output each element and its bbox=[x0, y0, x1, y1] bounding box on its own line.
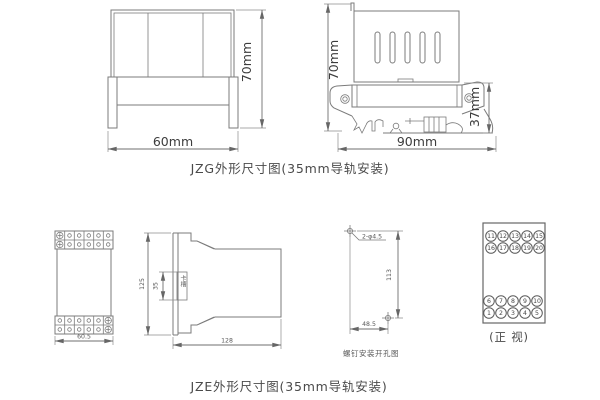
terminal-pin-label: 7 bbox=[499, 298, 503, 305]
terminal-pin-label: 8 bbox=[511, 298, 515, 305]
drill-diagram-caption: 螺钉安装开孔图 bbox=[343, 348, 399, 358]
terminal-pin-label: 20 bbox=[535, 245, 543, 252]
terminal-screw-circles bbox=[56, 231, 112, 334]
terminal-pins-top: 11 12 13 14 15 16 17 18 19 20 bbox=[485, 230, 545, 254]
jze-front-width-label: 60.5 bbox=[77, 334, 91, 341]
terminal-pin-label: 5 bbox=[535, 310, 539, 317]
jzg-side-width-label: 90mm bbox=[397, 134, 437, 149]
terminal-pin-label: 13 bbox=[511, 233, 519, 240]
terminal-pin-label: 9 bbox=[523, 298, 527, 305]
terminal-pin-label: 4 bbox=[523, 310, 527, 317]
terminal-pin-label: 3 bbox=[511, 310, 515, 317]
terminal-pin-label: 11 bbox=[487, 233, 495, 240]
jze-caption: JZE外形尺寸图(35mm导轨安装) bbox=[189, 379, 387, 394]
terminal-pin-label: 1 bbox=[487, 310, 491, 317]
terminal-pin-label: 10 bbox=[533, 298, 541, 305]
drill-horizontal-pitch-label: 48.5 bbox=[362, 321, 376, 328]
jze-side-depth-label: 128 bbox=[221, 338, 233, 345]
jze-slot-height-label: 35 bbox=[153, 282, 160, 290]
terminal-pin-label: 2 bbox=[499, 310, 503, 317]
terminal-pin-label: 17 bbox=[499, 245, 507, 252]
jzg-front-view: 70mm 60mm bbox=[107, 9, 266, 152]
terminal-pin-label: 6 bbox=[487, 298, 491, 305]
terminal-pin-label: 14 bbox=[523, 233, 531, 240]
terminal-view-caption: (正 视) bbox=[489, 330, 529, 344]
terminal-pin-label: 12 bbox=[499, 233, 507, 240]
jze-side-view: 35 125 128 bbox=[139, 232, 282, 349]
jzg-side-height-label: 70mm bbox=[326, 40, 341, 80]
terminal-pins-bottom: 6 7 8 9 10 1 2 3 4 5 bbox=[483, 295, 543, 319]
jzg-front-width-label: 60mm bbox=[153, 134, 193, 149]
drill-vertical-pitch-label: 113 bbox=[386, 269, 393, 281]
terminal-front-view: 11 12 13 14 15 16 17 18 19 20 6 7 8 9 10… bbox=[482, 222, 546, 344]
jzg-caption: JZG外形尺寸图(35mm导轨安装) bbox=[190, 161, 390, 176]
jze-slot-name-label: 卡槽 bbox=[179, 275, 186, 287]
screw-drill-diagram: 2-φ4.5 113 48.5 螺钉安装开孔图 bbox=[343, 225, 403, 358]
terminal-pin-label: 16 bbox=[487, 245, 495, 252]
jzg-front-height-label: 70mm bbox=[239, 42, 254, 82]
terminal-pin-label: 15 bbox=[535, 233, 543, 240]
terminal-pin-label: 19 bbox=[523, 245, 531, 252]
jzg-side-view: 70mm 37mm 90mm bbox=[324, 2, 497, 152]
jze-side-height-label: 125 bbox=[139, 278, 146, 290]
jze-front-view: 60.5 bbox=[54, 230, 114, 345]
terminal-pin-label: 18 bbox=[511, 245, 519, 252]
jzg-side-bracket-height-label: 37mm bbox=[467, 87, 482, 127]
drill-hole-spec-label: 2-φ4.5 bbox=[362, 234, 382, 241]
